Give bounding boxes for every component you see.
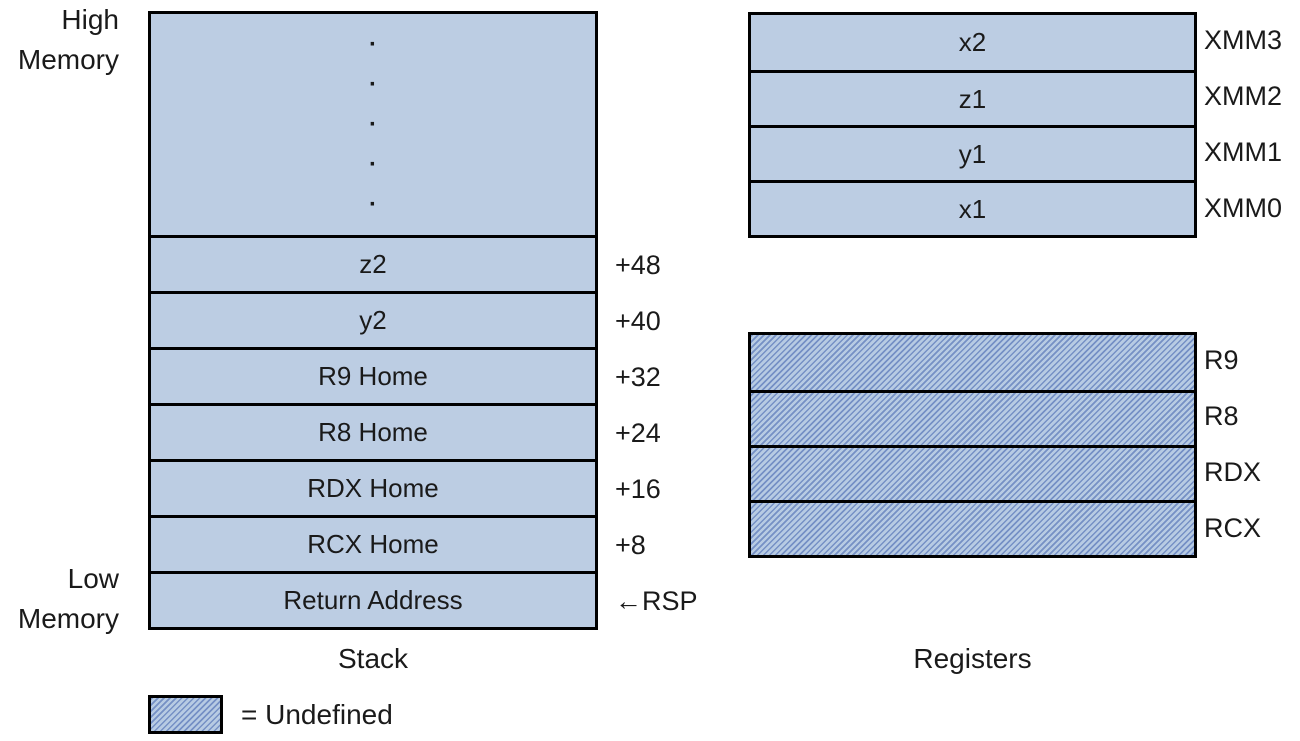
r9-cell-undefined (751, 335, 1194, 390)
stack-offset-48: +48 (615, 249, 661, 280)
stack-row-rcx-home: RCX Home (151, 515, 595, 571)
xmm2-value: z1 (751, 70, 1194, 125)
undefined-hatch-swatch (148, 695, 223, 734)
stack-ellipsis: · · · · · (369, 30, 377, 218)
xmm3-value: x2 (958, 27, 987, 57)
xmm3-label: XMM3 (1204, 24, 1283, 55)
rdx-cell-undefined (751, 445, 1194, 500)
r8-cell-undefined (751, 390, 1194, 445)
stack-offset-32: +32 (615, 361, 661, 392)
xmm-register-box: x2 z1 y1 x1 (748, 12, 1197, 238)
xmm0-value: x1 (751, 180, 1194, 235)
stack-offset-24: +24 (615, 417, 661, 448)
r9-label: R9 (1204, 344, 1239, 375)
stack-row-z2: z2 (151, 235, 595, 291)
rdx-label: RDX (1204, 456, 1262, 487)
rcx-label: RCX (1204, 512, 1262, 543)
low-memory-label: Low Memory (17, 563, 119, 634)
rcx-cell-undefined (751, 500, 1194, 555)
stack-box: · · · · · z2 y2 R9 Home R8 Home RDX Home… (148, 11, 598, 630)
stack-row-r9-home: R9 Home (151, 347, 595, 403)
gp-register-box (748, 332, 1197, 558)
stack-row-y2: y2 (151, 291, 595, 347)
stack-row-rdx-home: RDX Home (151, 459, 595, 515)
registers-caption: Registers (913, 643, 1032, 674)
xmm1-value: y1 (751, 125, 1194, 180)
xmm1-label: XMM1 (1204, 136, 1283, 167)
stack-offset-8: +8 (615, 529, 646, 560)
xmm2-label: XMM2 (1204, 80, 1283, 111)
high-memory-label: High Memory (17, 4, 119, 75)
legend-label: = Undefined (241, 698, 393, 730)
stack-offset-16: +16 (615, 473, 661, 504)
stack-caption: Stack (337, 643, 409, 674)
stack-row-r8-home: R8 Home (151, 403, 595, 459)
r8-label: R8 (1204, 400, 1239, 431)
stack-offset-40: +40 (615, 305, 661, 336)
stack-row-return-address: Return Address (151, 571, 595, 627)
xmm0-label: XMM0 (1204, 192, 1283, 223)
rsp-pointer: ←RSP (615, 585, 698, 616)
